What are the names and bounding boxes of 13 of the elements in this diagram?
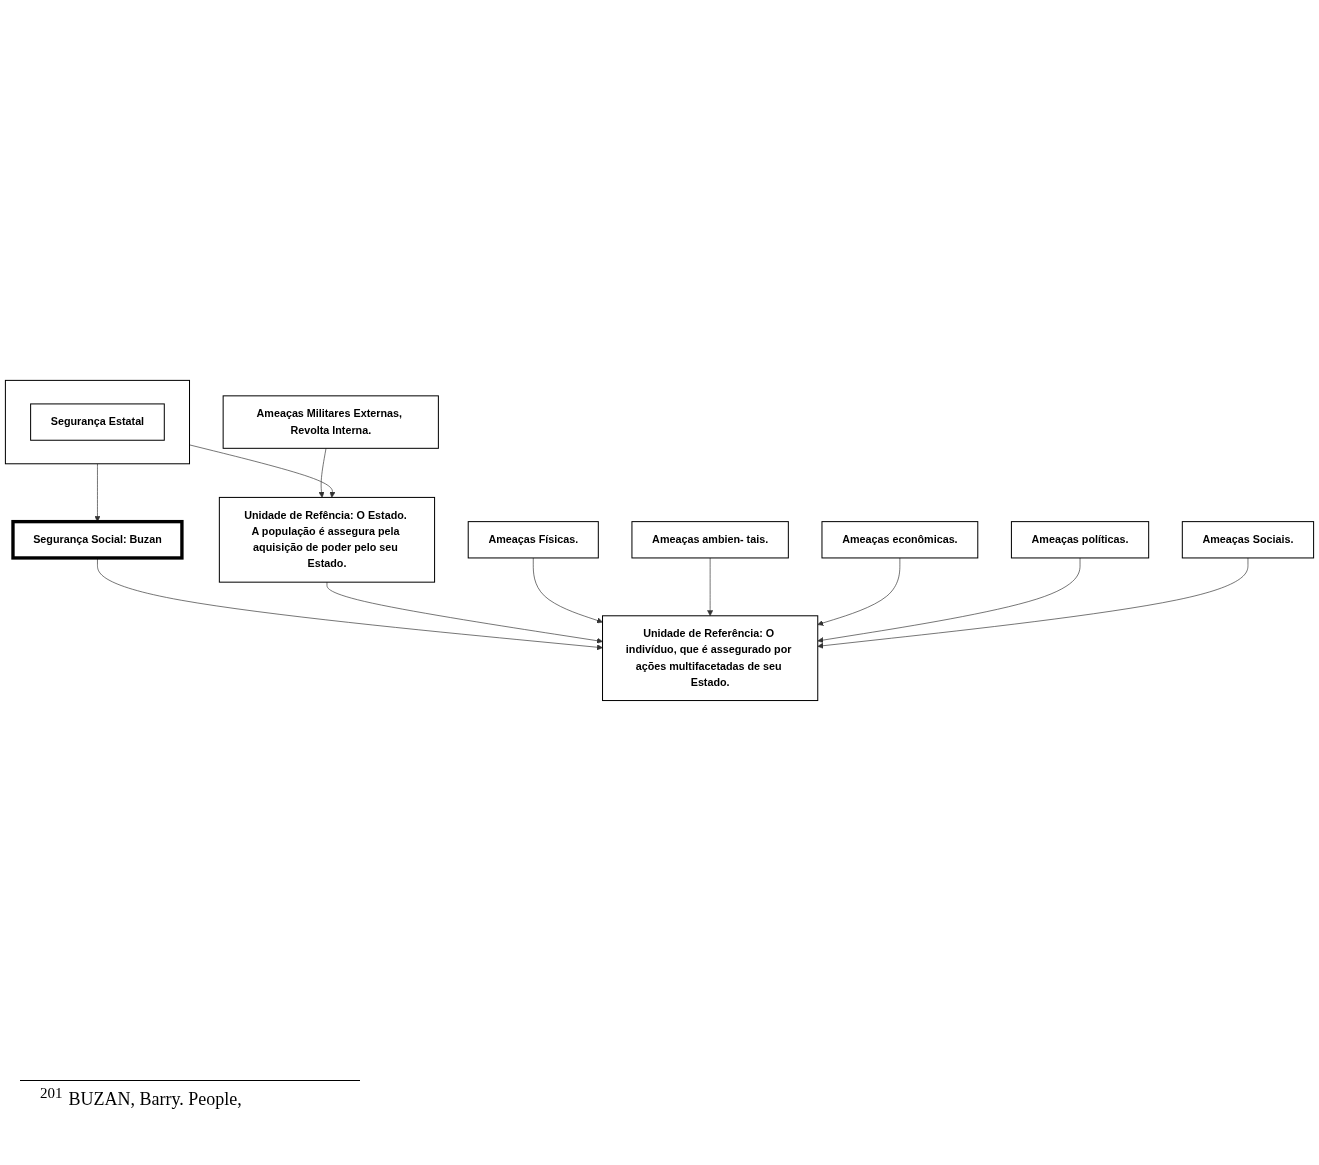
node-box: Ameaças Físicas.	[467, 520, 599, 558]
node-box: Ameaças Sociais.	[1181, 520, 1315, 558]
node-box: Unidade de Referência: O indivíduo, que é assegurado por ações multifacetadas de seu Estado.	[602, 614, 819, 701]
footnote-number: 201	[40, 1085, 63, 1101]
cluster	[4, 379, 190, 464]
node-box: Ameaças ambien- tais.	[631, 520, 789, 558]
node-box: Ameaças políticas.	[1010, 520, 1150, 558]
footnote-text: BUZAN, Barry. People,	[68, 1089, 242, 1109]
node-box: Unidade de Refência: O Estado. A população é assegura pela aquisição de poder pelo seu Estado.	[218, 496, 436, 583]
node-box: Segurança Estatal	[30, 402, 165, 441]
node-box: Ameaças econômicas.	[821, 520, 979, 558]
node-box: Ameaças Militares Externas, Revolta Interna.	[222, 394, 439, 449]
node-box: Segurança Social: Buzan	[11, 519, 184, 560]
